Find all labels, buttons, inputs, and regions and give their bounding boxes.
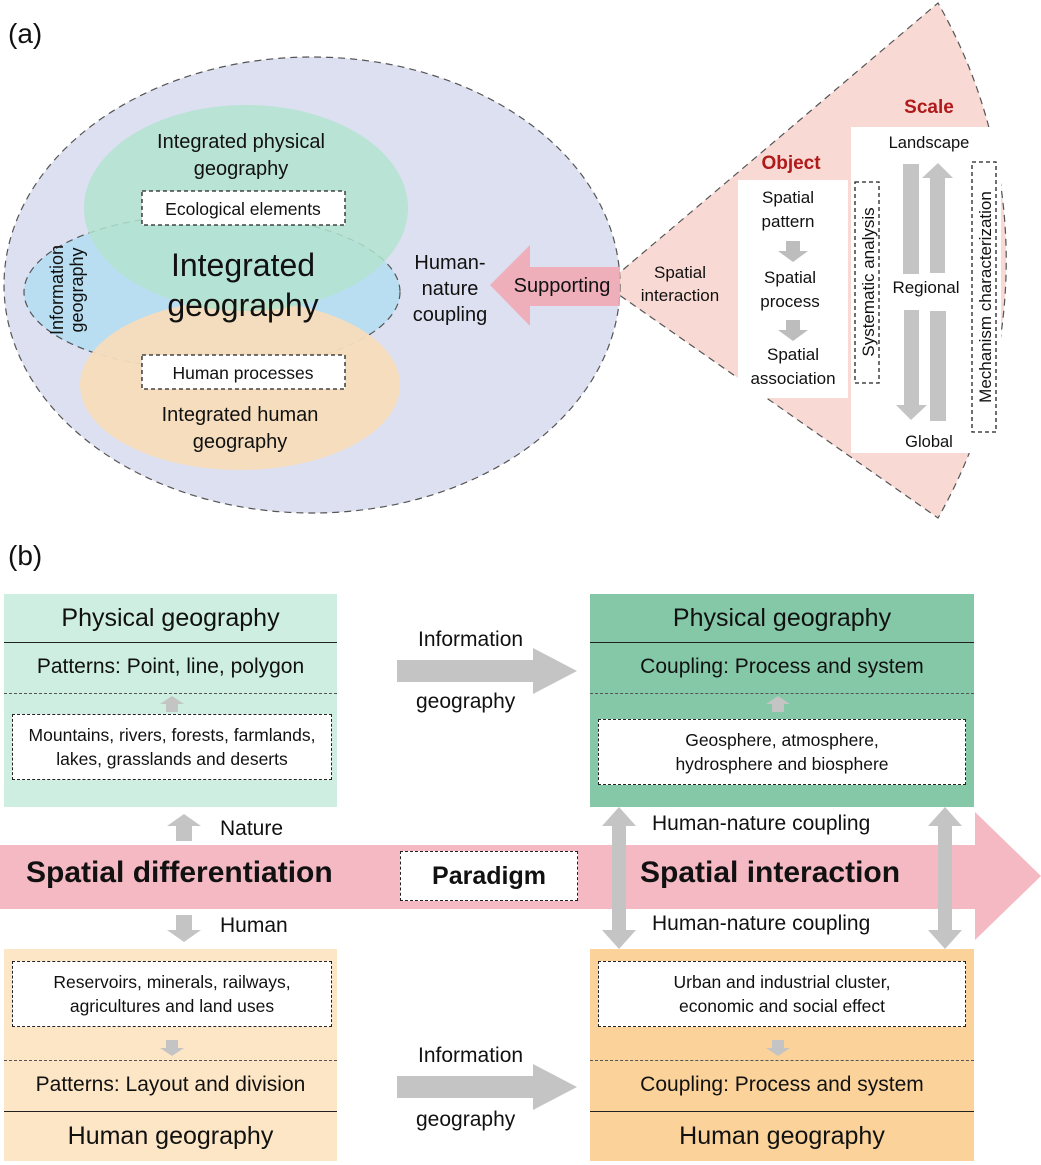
info-arrow-bottom-line2: geography [416,1108,516,1131]
human-processes-label: Human processes [172,363,313,383]
tl-pattern: Patterns: Point, line, polygon [36,655,305,678]
br-examples-line1: Urban and industrial cluster, [673,972,891,992]
coupling-bottom-label: Human-nature coupling [652,912,871,935]
tl-up-arrow-icon [160,696,184,712]
panel-b-label: (b) [8,540,43,571]
nature-up-arrow-icon [167,814,201,841]
systematic-analysis-label: Systematic analysis [859,207,878,356]
tl-divider [4,642,337,643]
info-arrow-bottom-line1: Information [418,1044,524,1067]
tr-examples-line1: Geosphere, atmosphere, [685,730,879,750]
br-dashed-divider [590,1060,974,1061]
spatial-differentiation-label: Spatial differentiation [26,856,333,889]
integrated-geography-line2: geography [167,287,318,323]
object-box [738,180,848,398]
info-arrow-top-line2: geography [416,690,516,713]
scale-title: Scale [904,97,954,118]
tr-dashed-divider [590,693,974,694]
paradigm-box: Paradigm [400,851,578,901]
information-geography-line1: Information [47,245,67,335]
left-double-arrow-icon [602,807,636,949]
bl-examples-line2: agricultures and land uses [69,996,275,1016]
br-divider [590,1111,974,1112]
scale-arrow-up [922,163,953,273]
bl-divider [4,1111,337,1112]
human-down-arrow-icon [167,915,201,942]
panel-a-label: (a) [8,18,43,49]
br-down-arrow-icon [766,1040,790,1056]
object-item-2-line2: process [760,292,820,311]
object-item-1-line2: pattern [762,212,815,231]
tl-title: Physical geography [61,603,280,632]
info-arrow-bottom [397,1064,577,1110]
object-arrow-1 [778,241,808,262]
supporting-label: Supporting [514,275,611,297]
ecological-elements-label: Ecological elements [165,199,321,219]
panel-a-diagram: Integrated physical geography Ecological… [3,2,1007,519]
human-label: Human [220,914,288,937]
tl-dashed-divider [4,693,337,694]
information-geography-line2: geography [67,247,87,332]
tr-up-arrow-icon [766,696,790,712]
info-arrow-top-line1: Information [418,628,524,651]
tr-divider [590,642,974,643]
scale-arrow-down [896,310,927,420]
human-processes-box [141,354,346,390]
scale-bar-down-upper [903,164,919,274]
tr-examples-line2: hydrosphere and biosphere [675,754,889,774]
scale-level-regional: Regional [892,278,959,297]
integrated-geography-line1: Integrated [171,247,315,283]
ecological-elements-box [141,190,346,226]
bl-pattern: Patterns: Layout and division [35,1073,306,1096]
human-geography-pattern-box: Reservoirs, minerals, railways, agricult… [4,949,337,1161]
paradigm-label: Paradigm [432,861,546,890]
scale-level-global: Global [905,433,953,451]
scale-box [851,127,1001,453]
tr-coupling: Coupling: Process and system [640,655,924,678]
tl-examples-line1: Mountains, rivers, forests, farmlands, [28,725,316,745]
object-item-1-line1: Spatial [762,188,814,207]
human-geography-coupling-box: Urban and industrial cluster, economic a… [590,949,974,1161]
scale-bar-up-lower [930,311,946,421]
br-examples-line2: economic and social effect [679,996,885,1016]
physical-geography-coupling-box: Physical geography Coupling: Process and… [590,594,974,807]
physical-title-line2: geography [194,158,289,180]
coupling-top-label: Human-nature coupling [652,812,871,835]
human-title-line2: geography [193,431,288,453]
object-item-2-line1: Spatial [764,268,816,287]
nature-label: Nature [220,817,284,840]
spatial-interaction-line2: interaction [641,286,719,305]
bl-examples-line1: Reservoirs, minerals, railways, [53,972,291,992]
bl-down-arrow-icon [160,1040,184,1056]
br-title: Human geography [679,1121,885,1150]
coupling-line3: coupling [413,304,488,326]
right-double-arrow-icon [928,807,962,949]
info-arrow-top [397,648,577,694]
tl-examples-line2: lakes, grasslands and deserts [56,749,288,769]
spatial-interaction-line1: Spatial [654,263,706,282]
tl-examples-box: Mountains, rivers, forests, farmlands, l… [12,714,332,780]
scale-level-landscape: Landscape [889,134,970,152]
mechanism-characterization-label: Mechanism characterization [976,191,995,403]
br-examples-box: Urban and industrial cluster, economic a… [598,961,966,1027]
br-coupling: Coupling: Process and system [640,1073,924,1096]
object-arrow-2 [778,320,808,341]
object-item-3-line1: Spatial [767,345,819,364]
tr-examples-box: Geosphere, atmosphere, hydrosphere and b… [598,719,966,785]
bl-examples-box: Reservoirs, minerals, railways, agricult… [12,961,332,1027]
coupling-line1: Human- [414,252,485,274]
bl-dashed-divider [4,1060,337,1061]
object-item-3-line2: association [750,369,835,388]
tr-title: Physical geography [672,603,892,632]
spatial-interaction-label: Spatial interaction [640,856,901,889]
supporting-arrow [490,245,620,326]
physical-geography-pattern-box: Physical geography Patterns: Point, line… [4,594,337,807]
coupling-line2: nature [422,278,479,300]
object-title: Object [761,153,821,174]
bl-title: Human geography [67,1121,274,1150]
physical-title-line1: Integrated physical [157,131,325,153]
human-title-line1: Integrated human [162,404,319,426]
